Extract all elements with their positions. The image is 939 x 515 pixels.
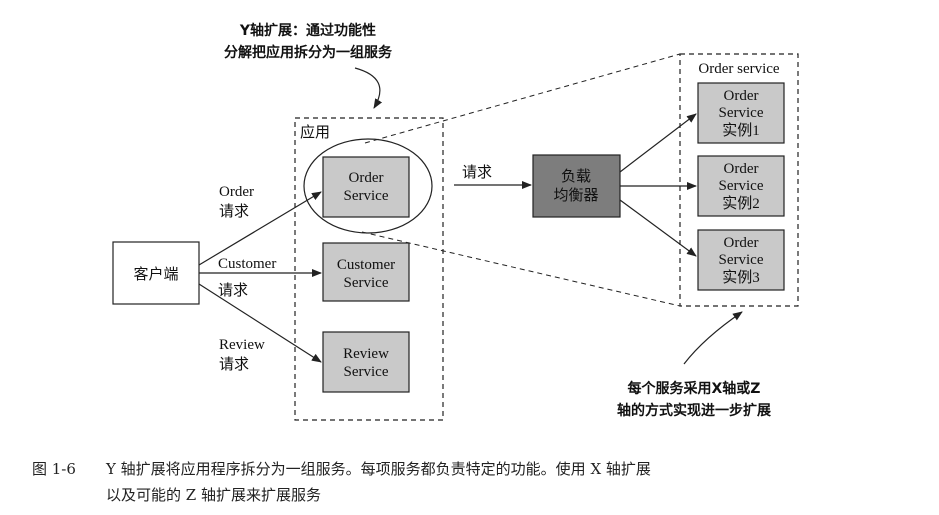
projection-line-top: [364, 53, 681, 144]
annotation-top-line1: Y轴扩展：通过功能性: [239, 22, 376, 39]
order-instance-2-box: [697, 155, 785, 217]
edge-customer-label-1: Customer: [218, 256, 276, 272]
edge-order-label-1: Order: [219, 184, 254, 200]
order-instance-2-label-1: Order: [724, 161, 759, 177]
annotation-top-arrow: [354, 67, 383, 109]
order-instance-1-label-1: Order: [724, 88, 759, 104]
annotation-bottom-line1: 每个服务采用X轴或Z: [628, 380, 761, 397]
order-service-highlight-ellipse: [303, 138, 433, 234]
load-balancer-label-1: 负载: [561, 168, 591, 185]
annotation-top-line2: 分解把应用拆分为一组服务: [224, 44, 393, 61]
figure-caption: 图 1-6 Y 轴扩展将应用程序拆分为一组服务。每项服务都负责特定的功能。使用 X…: [32, 456, 912, 508]
edge-review-label-2: 请求: [219, 356, 249, 373]
app-group-label: 应用: [300, 123, 330, 141]
caption-number: 图 1-6: [32, 460, 76, 478]
order-instance-1-label-3: 实例1: [722, 122, 760, 139]
arrow-client-to-review: [198, 283, 322, 363]
order-instance-3-box: [697, 229, 785, 291]
architecture-diagram: Y轴扩展：通过功能性 分解把应用拆分为一组服务 应用 Order service…: [112, 22, 799, 421]
caption-text-1: Y 轴扩展将应用程序拆分为一组服务。每项服务都负责特定的功能。使用 X 轴扩展: [106, 460, 651, 478]
annotation-bottom-arrow: [683, 311, 743, 365]
load-balancer-label-2: 均衡器: [553, 187, 598, 204]
customer-service-label-2: Service: [344, 275, 389, 291]
caption-line-1: 图 1-6 Y 轴扩展将应用程序拆分为一组服务。每项服务都负责特定的功能。使用 X…: [32, 456, 912, 482]
arrow-lb-to-instance-3: [619, 199, 697, 257]
order-service-group-label: Order service: [698, 61, 780, 77]
customer-service-box: [322, 242, 410, 302]
caption-text-2: 以及可能的 Z 轴扩展来扩展服务: [106, 486, 321, 504]
customer-service-label-1: Customer: [337, 257, 395, 273]
order-service-box: [322, 156, 410, 218]
order-instance-3-label-1: Order: [724, 235, 759, 251]
app-group-border: [294, 117, 444, 421]
arrow-lb-to-instance-1: [619, 113, 697, 173]
order-instance-1-label-2: Service: [719, 105, 764, 121]
order-instance-2-label-3: 实例2: [722, 195, 760, 212]
annotation-bottom-line2: 轴的方式实现进一步扩展: [617, 402, 771, 419]
projection-line-bottom: [361, 231, 681, 307]
order-instance-1-box: [697, 82, 785, 144]
arrow-client-to-order: [198, 191, 322, 266]
client-label: 客户端: [133, 266, 178, 283]
review-service-label-1: Review: [343, 346, 389, 362]
edge-order-label-2: 请求: [219, 203, 249, 220]
load-balancer-box: [532, 154, 621, 218]
order-instance-3-label-3: 实例3: [722, 269, 760, 286]
order-instance-2-label-2: Service: [719, 178, 764, 194]
edge-lb-request-label: 请求: [462, 164, 492, 181]
edge-customer-label-2: 请求: [218, 282, 248, 299]
review-service-box: [322, 331, 410, 393]
order-service-group-border: [679, 53, 799, 307]
order-service-label-1: Order: [349, 170, 384, 186]
review-service-label-2: Service: [344, 364, 389, 380]
order-instance-3-label-2: Service: [719, 252, 764, 268]
order-service-label-2: Service: [344, 188, 389, 204]
client-box: [112, 241, 200, 305]
edge-review-label-1: Review: [219, 337, 265, 353]
